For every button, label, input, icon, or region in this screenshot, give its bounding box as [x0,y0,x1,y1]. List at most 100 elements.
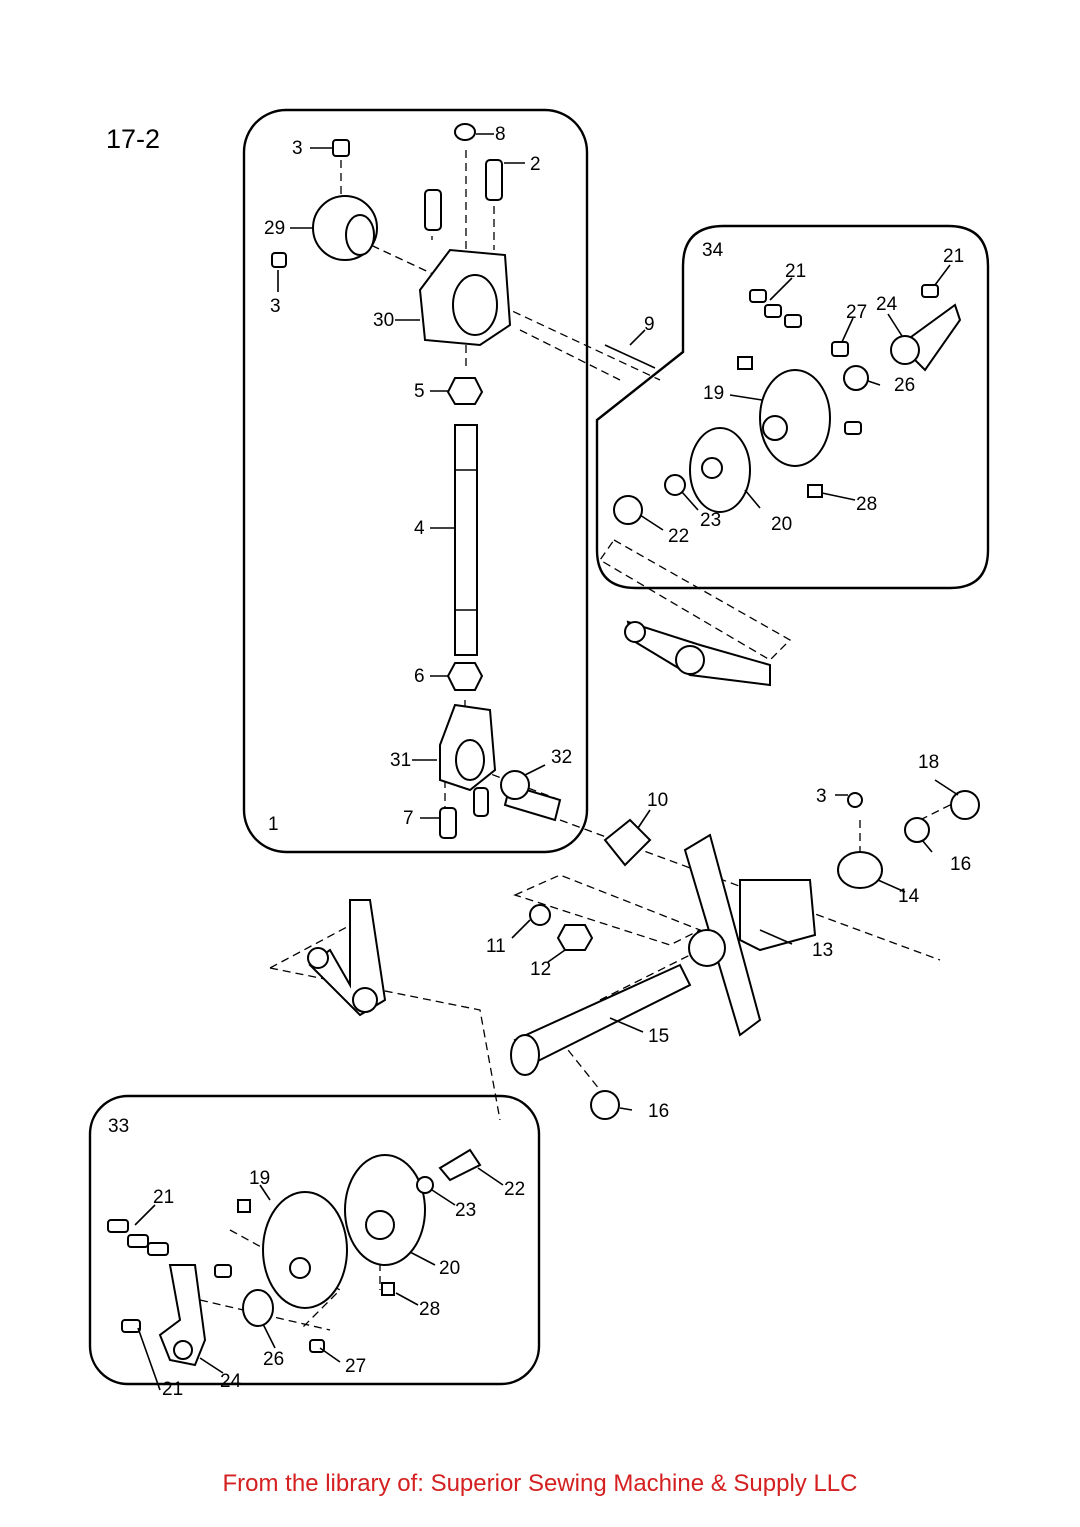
callout-8: 8 [495,124,506,145]
callout-2: 2 [530,154,541,175]
set-screw-3-right [847,792,863,808]
bracket-30-bore [452,274,498,336]
callout-13: 13 [812,940,833,961]
plate-19-hub [762,415,788,441]
callout-12: 12 [530,959,551,980]
nut-12 [556,924,594,951]
nut-6 [446,662,484,691]
callout-21-g33-lower: 21 [162,1379,183,1400]
callout-3-top: 3 [292,138,303,159]
washer-11 [529,904,551,926]
clamp-screw [424,189,442,231]
callout-26-g33: 26 [263,1349,284,1370]
nut-28b [237,1199,251,1213]
screw-7 [439,807,457,839]
callout-19-g34: 19 [703,383,724,404]
callout-24-g33: 24 [220,1371,242,1392]
screw-21h [121,1319,141,1333]
washer-26 [843,365,869,391]
shaft-15-head [510,1034,540,1076]
callout-18: 18 [918,752,939,773]
plate-20b [344,1154,426,1266]
callout-7: 7 [403,808,414,829]
callout-14: 14 [898,886,920,907]
callout-19-g33: 19 [249,1168,270,1189]
callout-9: 9 [644,314,655,335]
nut-28c [381,1282,395,1296]
lever-24-hub [890,335,920,365]
screw-2 [485,159,503,201]
washer-26b [242,1289,274,1327]
callout-10: 10 [647,790,668,811]
collar-29-bore [345,214,375,256]
callout-15: 15 [648,1026,669,1047]
plate-19b [262,1191,348,1309]
callout-20-g33: 20 [439,1258,460,1279]
callout-22-g33: 22 [504,1179,525,1200]
stud-32-ball [500,770,530,800]
callout-30: 30 [373,310,394,331]
plate-20-hole [701,457,723,479]
callout-27-g34: 27 [846,302,867,323]
screw-21a [749,289,767,303]
slider-10 [603,818,652,867]
callout-21-g34: 21 [785,261,806,282]
group-label-1: 1 [268,814,279,835]
screw-7b [473,787,489,817]
screw-18 [950,790,980,820]
crank-13-hub [688,929,726,967]
ring-23b [416,1176,434,1194]
callout-6: 6 [414,666,425,687]
callout-22-g34: 22 [668,526,689,547]
figure-number: 17-2 [106,124,161,154]
callout-16-lower: 16 [648,1101,669,1122]
screw-21e [107,1219,129,1233]
callout-27-g33: 27 [345,1356,366,1377]
screw-21b [764,304,782,318]
callout-28-g33: 28 [419,1299,440,1320]
callout-3-right: 3 [816,786,827,807]
callout-11: 11 [486,936,506,957]
callout-28-g34: 28 [856,494,877,515]
callout-26-g34: 26 [894,375,915,396]
pin-9 [604,344,656,369]
group-label-34: 34 [702,240,724,261]
callout-21-g33: 21 [153,1187,174,1208]
callout-21-g34-right: 21 [943,246,964,267]
screw-21c [784,314,802,328]
callout-20-g34: 20 [771,514,792,535]
ring-16b [590,1090,620,1120]
callout-3-left: 3 [270,296,281,317]
library-credit: From the library of: Superior Sewing Mac… [222,1470,858,1497]
callout-16-right: 16 [950,854,971,875]
set-screw-3-top [332,139,350,157]
callout-4: 4 [414,518,425,539]
stud-22b [438,1148,482,1182]
lever-24-lower [158,1264,207,1367]
stud-22 [613,495,643,525]
set-screw-3-left [271,252,287,268]
group-box-34 [595,224,990,590]
stud-27 [831,341,849,357]
callout-23-g33: 23 [455,1200,476,1221]
ring-23 [664,474,686,496]
screw-21d [921,284,939,298]
shaft-15 [513,963,692,1067]
callout-23-g34: 23 [700,510,721,531]
group-box-33 [88,1094,541,1386]
plate-19 [759,369,831,467]
stud-27b [844,421,862,435]
nut-28-top [737,356,753,370]
rod-4 [454,424,478,656]
collar-14 [837,851,883,889]
ring-16a [904,817,930,843]
callout-31: 31 [390,750,411,771]
nut-5 [446,377,484,405]
callout-5: 5 [414,381,425,402]
group-box-1 [242,108,589,854]
cap-8 [454,123,476,141]
callout-24-g34: 24 [876,294,898,315]
screw-21g [147,1242,169,1256]
link-arm-left [308,899,387,1017]
